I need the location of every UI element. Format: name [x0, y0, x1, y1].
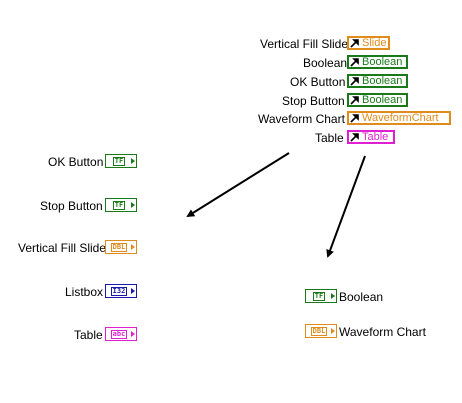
terminal-boolean[interactable]: TF [305, 289, 337, 303]
terminal-ok-button[interactable]: TF [105, 154, 137, 168]
reference-text: Table [362, 131, 389, 143]
terminal-label-waveform-chart: Waveform Chart [339, 325, 426, 339]
ref-label-waveform-chart: Waveform Chart [258, 112, 345, 126]
terminal-type: DBL [110, 242, 128, 252]
terminal-type: TF [112, 200, 126, 210]
control-reference-stop-button[interactable]: Boolean [347, 93, 408, 107]
reference-text: WaveformChart [362, 112, 439, 124]
control-reference-table[interactable]: Table [347, 130, 395, 144]
output-arrow-icon [331, 293, 335, 299]
terminal-label-stop-button: Stop Button [40, 199, 103, 213]
terminal-listbox[interactable]: I32 [105, 284, 137, 298]
output-arrow-icon [131, 331, 135, 337]
reference-text: Boolean [362, 56, 403, 68]
ref-label-table: Table [315, 131, 344, 145]
reference-text: Slide [362, 37, 387, 49]
arrow-right [326, 155, 366, 258]
reference-icon [350, 76, 360, 86]
terminal-label-listbox: Listbox [65, 285, 104, 299]
reference-text: Boolean [362, 75, 403, 87]
reference-icon [350, 95, 360, 105]
control-reference-ok-button[interactable]: Boolean [347, 74, 408, 88]
terminal-type: TF [312, 291, 326, 301]
control-reference-boolean[interactable]: Boolean [347, 55, 408, 69]
ref-label-vertical-fill-slide: Vertical Fill Slide [260, 37, 349, 51]
terminal-vertical-fill-slide[interactable]: DBL [105, 240, 137, 254]
terminal-stop-button[interactable]: TF [105, 198, 137, 212]
terminal-type: abc [110, 329, 128, 339]
control-reference-waveform-chart[interactable]: WaveformChart [347, 111, 451, 125]
terminal-waveform-chart[interactable]: DBL [305, 324, 337, 338]
ref-label-ok-button: OK Button [290, 75, 346, 89]
output-arrow-icon [131, 202, 135, 208]
terminal-type: I32 [110, 286, 128, 296]
arrow-left [186, 152, 290, 218]
terminal-label-ok-button: OK Button [48, 155, 104, 169]
terminal-type: DBL [310, 326, 328, 336]
terminal-label-table: Table [74, 328, 103, 342]
terminal-type: TF [112, 156, 126, 166]
reference-icon [350, 113, 360, 123]
control-reference-slide[interactable]: Slide [347, 36, 390, 50]
output-arrow-icon [131, 288, 135, 294]
reference-icon [350, 38, 360, 48]
reference-icon [350, 57, 360, 67]
terminal-table[interactable]: abc [105, 327, 137, 341]
reference-icon [350, 132, 360, 142]
terminal-label-vertical-fill-slide: Vertical Fill Slide [18, 241, 107, 255]
ref-label-stop-button: Stop Button [282, 94, 345, 108]
reference-text: Boolean [362, 94, 403, 106]
output-arrow-icon [131, 158, 135, 164]
output-arrow-icon [131, 244, 135, 250]
terminal-label-boolean: Boolean [339, 290, 384, 304]
ref-label-boolean: Boolean [303, 56, 348, 70]
output-arrow-icon [331, 328, 335, 334]
